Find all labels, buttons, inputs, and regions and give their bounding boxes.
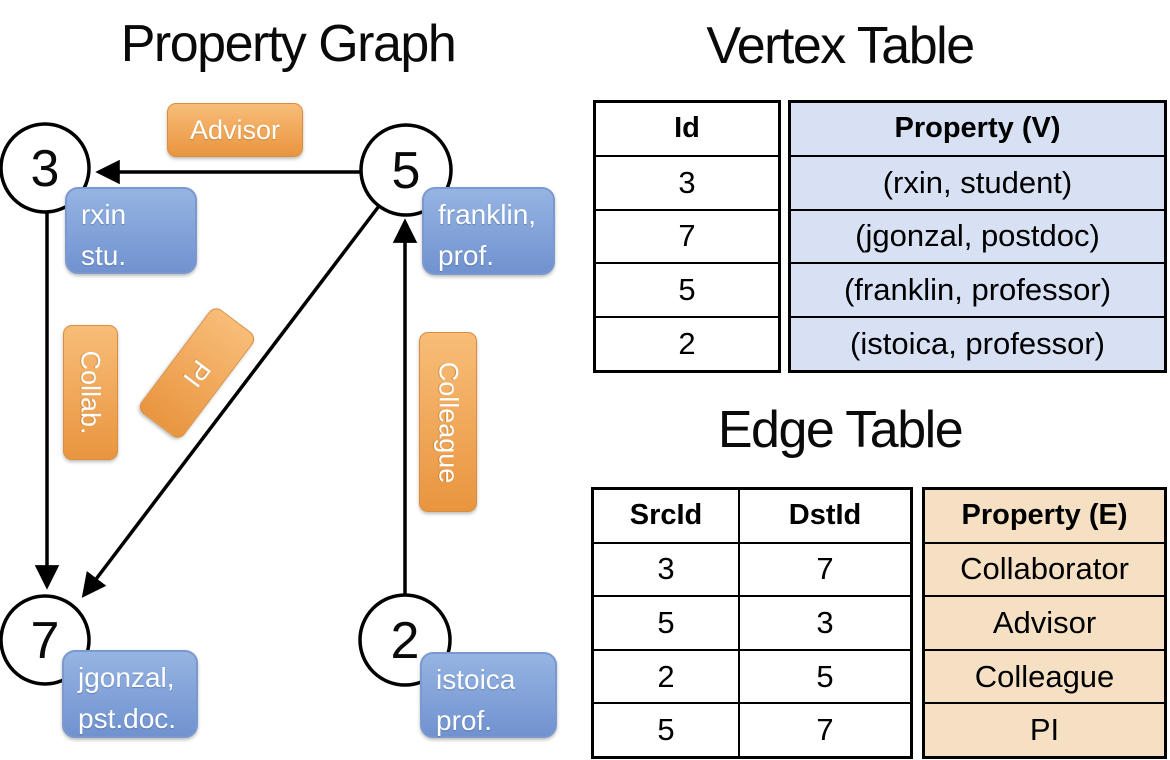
node-id-3: 3 — [30, 140, 60, 198]
table-row: Colleague — [925, 648, 1164, 703]
edge-label-collab: Collab. — [63, 325, 118, 460]
edge-property-cell: PI — [1029, 712, 1060, 748]
table-row: (rxin, student) — [791, 154, 1164, 209]
vertex-table-header-property: Property (V) — [894, 112, 1061, 145]
section-title-edge-table: Edge Table — [717, 401, 964, 459]
edge-table-property-column: Property (E) Collaborator Advisor Collea… — [922, 487, 1167, 759]
table-row: (franklin, professor) — [791, 262, 1164, 316]
node-id-7: 7 — [30, 612, 60, 670]
vertex-table-property-column: Property (V) (rxin, student) (jgonzal, p… — [788, 100, 1167, 373]
edge-src-cell: 3 — [594, 543, 740, 596]
edge-label-advisor: Advisor — [167, 103, 303, 157]
node-label-franklin-line2: prof. — [438, 239, 495, 271]
edge-pi-5-to-7 — [81, 204, 381, 598]
edge-property-cell: Colleague — [974, 658, 1115, 694]
edge-src-cell: 5 — [594, 597, 740, 649]
vertex-table-id-column: Id 3 7 5 2 — [593, 100, 781, 373]
table-row: 3 — [596, 154, 778, 209]
edge-table-header-srcid: SrcId — [594, 490, 740, 542]
node-label-rxin: rxin stu. — [65, 187, 197, 274]
vertex-table-header-id: Id — [674, 112, 700, 145]
edge-src-cell: 5 — [594, 704, 740, 756]
vertex-id-cell: 3 — [678, 164, 696, 200]
table-row: (jgonzal, postdoc) — [791, 208, 1164, 263]
table-row: 2 — [596, 316, 778, 370]
node-id-5: 5 — [391, 142, 421, 200]
vertex-property-cell: (rxin, student) — [882, 164, 1073, 200]
edge-table-header-property: Property (E) — [961, 499, 1128, 532]
table-row: Advisor — [925, 595, 1164, 649]
table-row: 5 7 — [594, 702, 910, 756]
edge-property-cell: Collaborator — [960, 551, 1129, 587]
node-label-rxin-line2: stu. — [81, 239, 127, 271]
table-row: 2 5 — [594, 648, 910, 703]
table-row: 5 3 — [594, 595, 910, 649]
table-row: 3 7 — [594, 541, 910, 596]
table-row: (istoica, professor) — [791, 316, 1164, 370]
edge-label-colleague-text: Colleague — [433, 361, 464, 483]
table-row: PI — [925, 702, 1164, 756]
edge-table-header-dstid: DstId — [788, 499, 862, 532]
edge-dst-cell: 7 — [816, 712, 834, 748]
table-row: Collaborator — [925, 541, 1164, 596]
node-label-jgonzal-line2: pst.doc. — [78, 702, 177, 734]
node-label-istoica-line1: istoica — [436, 664, 516, 695]
node-label-jgonzal-line1: jgonzal, — [78, 662, 175, 693]
edge-property-cell: Advisor — [992, 604, 1097, 640]
edge-table-id-columns: SrcId DstId 3 7 5 3 2 5 5 7 — [591, 487, 913, 759]
vertex-id-cell: 2 — [678, 326, 696, 362]
edge-label-advisor-text: Advisor — [189, 114, 281, 145]
page-title-property-graph: Property Graph — [120, 15, 457, 73]
vertex-id-cell: 5 — [678, 272, 696, 308]
node-label-franklin: franklin, prof. — [422, 187, 555, 275]
edge-label-collab-text: Collab. — [76, 350, 107, 435]
edge-dst-cell: 7 — [816, 551, 834, 587]
edge-dst-cell: 5 — [816, 658, 834, 694]
edge-label-pi-text: PI — [177, 354, 218, 393]
node-label-jgonzal: jgonzal, pst.doc. — [62, 650, 198, 738]
node-label-istoica: istoica prof. — [420, 652, 557, 738]
node-id-2: 2 — [390, 612, 420, 670]
edge-src-cell: 2 — [594, 650, 740, 703]
vertex-id-cell: 7 — [678, 218, 696, 254]
node-label-istoica-line2: prof. — [436, 704, 493, 736]
table-row: 5 — [596, 262, 778, 316]
edge-label-colleague: Colleague — [419, 332, 477, 512]
vertex-property-cell: (istoica, professor) — [850, 326, 1105, 362]
vertex-property-cell: (jgonzal, postdoc) — [855, 218, 1100, 254]
node-circle-3 — [0, 122, 91, 214]
node-label-rxin-line1: rxin — [81, 199, 127, 230]
section-title-vertex-table: Vertex Table — [706, 17, 975, 75]
table-row: 7 — [596, 208, 778, 263]
edge-dst-cell: 3 — [816, 604, 834, 640]
node-label-franklin-line1: franklin, — [438, 199, 537, 230]
vertex-property-cell: (franklin, professor) — [843, 272, 1112, 308]
